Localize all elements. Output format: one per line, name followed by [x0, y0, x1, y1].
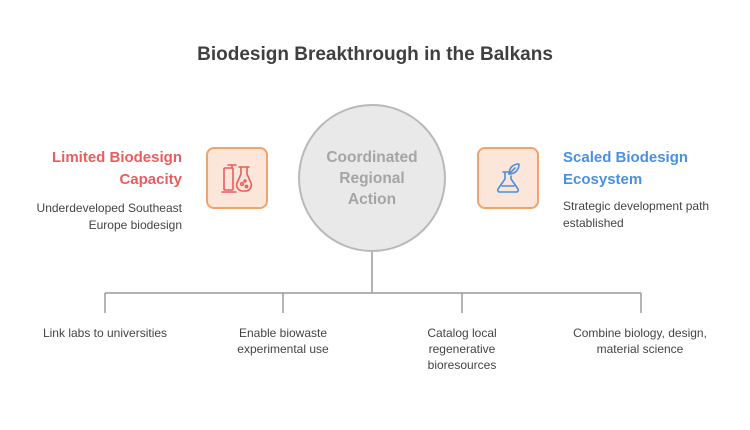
center-label: Coordinated Regional Action	[326, 148, 418, 208]
right-description: Strategic development path established	[563, 199, 710, 230]
action-label-3: Catalog local regenerative bioresources	[427, 326, 497, 372]
lab-flask-icon	[221, 164, 253, 193]
action-label-4: Combine biology, design, material scienc…	[573, 326, 707, 356]
left-title: Limited Biodesign Capacity	[51, 149, 182, 188]
plant-flask-icon	[496, 163, 520, 193]
left-description: Underdeveloped Southeast Europe biodesig…	[36, 201, 182, 232]
right-icon-box	[477, 147, 539, 209]
page-title: Biodesign Breakthrough in the Balkans	[197, 44, 553, 65]
right-title: Scaled Biodesign Ecosystem	[563, 149, 689, 188]
action-label-2: Enable biowaste experimental use	[237, 326, 329, 356]
left-icon-box	[206, 147, 268, 209]
center-circle: Coordinated Regional Action	[298, 104, 446, 252]
action-label-1: Link labs to universities	[42, 326, 168, 340]
